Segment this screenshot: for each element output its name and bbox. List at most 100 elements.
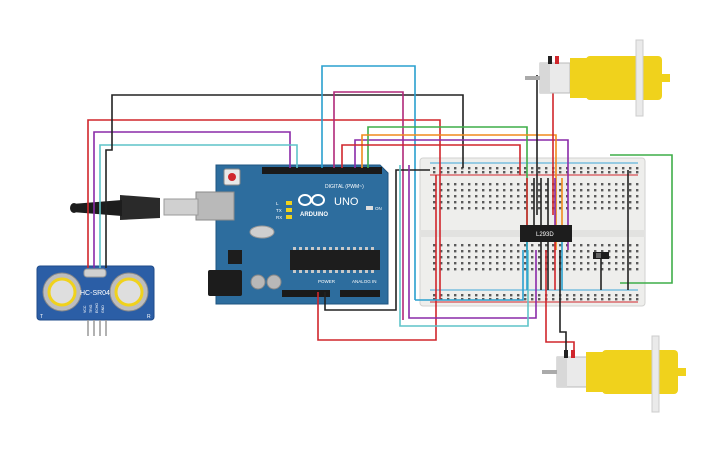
breadboard-hole: [524, 201, 527, 204]
breadboard-hole: [433, 268, 436, 271]
breadboard-hole: [433, 244, 436, 247]
chip-pin: [311, 247, 314, 250]
capacitor-2: [266, 274, 282, 290]
breadboard-hole: [615, 244, 618, 247]
breadboard-hole: [503, 256, 506, 259]
breadboard-hole: [629, 294, 632, 297]
usb-cable: [70, 195, 199, 220]
breadboard-hole: [517, 262, 520, 265]
breadboard-hole: [608, 268, 611, 271]
breadboard-hole: [433, 250, 436, 253]
breadboard-hole: [503, 195, 506, 198]
breadboard-hole: [552, 244, 555, 247]
chip-pin: [353, 270, 356, 273]
breadboard-hole: [538, 250, 541, 253]
breadboard-hole: [489, 167, 492, 170]
breadboard-hole: [454, 167, 457, 170]
breadboard-hole: [608, 256, 611, 259]
breadboard-hole: [615, 171, 618, 174]
reset-button-cap: [228, 173, 236, 181]
breadboard-hole: [629, 201, 632, 204]
breadboard-hole: [580, 201, 583, 204]
wire-sensor-cyan: [99, 144, 298, 268]
breadboard-hole: [482, 207, 485, 210]
breadboard-hole: [566, 250, 569, 253]
wire-magenta-loop: [333, 91, 404, 320]
breadboard-hole: [566, 298, 569, 301]
breadboard-hole: [517, 250, 520, 253]
breadboard-hole: [538, 298, 541, 301]
chip-pin: [347, 247, 350, 250]
breadboard-hole: [636, 207, 639, 210]
breadboard-hole: [517, 171, 520, 174]
breadboard-hole: [601, 201, 604, 204]
breadboard-hole: [594, 183, 597, 186]
breadboard-hole: [433, 171, 436, 174]
breadboard-hole: [510, 207, 513, 210]
breadboard-hole: [580, 195, 583, 198]
breadboard-hole: [468, 189, 471, 192]
analog-pins-label: ANALOG IN: [352, 279, 377, 284]
breadboard-hole: [468, 167, 471, 170]
breadboard-hole: [615, 256, 618, 259]
breadboard-hole: [503, 167, 506, 170]
breadboard-hole: [440, 262, 443, 265]
motor-driver-label: L293D: [536, 232, 554, 238]
breadboard-hole: [601, 244, 604, 247]
breadboard-hole: [468, 244, 471, 247]
breadboard-hole: [566, 268, 569, 271]
chip-pin: [359, 247, 362, 250]
breadboard-hole: [636, 268, 639, 271]
breadboard-hole: [601, 298, 604, 301]
breadboard-hole: [524, 256, 527, 259]
breadboard-hole: [461, 195, 464, 198]
breadboard-hole: [629, 167, 632, 170]
breadboard-hole: [503, 268, 506, 271]
breadboard-hole: [461, 256, 464, 259]
breadboard-hole: [510, 294, 513, 297]
breadboard-hole: [587, 250, 590, 253]
breadboard-hole: [461, 189, 464, 192]
dc-motor-bottom: [542, 335, 686, 413]
power-pins-label: POWER: [318, 279, 336, 284]
breadboard-hole: [447, 189, 450, 192]
breadboard-hole: [468, 294, 471, 297]
breadboard-hole: [636, 250, 639, 253]
breadboard-hole: [454, 171, 457, 174]
breadboard-hole: [496, 262, 499, 265]
breadboard-hole: [636, 171, 639, 174]
breadboard-hole: [433, 256, 436, 259]
breadboard-hole: [573, 195, 576, 198]
breadboard-hole: [601, 183, 604, 186]
chip-pin: [329, 247, 332, 250]
breadboard-hole: [552, 250, 555, 253]
chip-pin: [293, 270, 296, 273]
digital-pins-label: DIGITAL (PWM~): [325, 184, 364, 190]
breadboard-hole: [587, 167, 590, 170]
breadboard-hole: [454, 207, 457, 210]
chip-pin: [299, 247, 302, 250]
breadboard-hole: [510, 201, 513, 204]
breadboard-hole: [531, 256, 534, 259]
breadboard-hole: [615, 207, 618, 210]
breadboard-hole: [615, 250, 618, 253]
breadboard-hole: [454, 262, 457, 265]
breadboard-hole: [482, 262, 485, 265]
breadboard-hole: [545, 201, 548, 204]
breadboard-hole: [545, 195, 548, 198]
breadboard-hole: [510, 256, 513, 259]
breadboard-hole: [475, 262, 478, 265]
breadboard-hole: [594, 207, 597, 210]
breadboard-hole: [531, 207, 534, 210]
breadboard-hole: [447, 207, 450, 210]
breadboard-hole: [531, 171, 534, 174]
wire-purple-loop: [354, 139, 569, 250]
breadboard-hole: [517, 183, 520, 186]
breadboard-hole: [587, 262, 590, 265]
breadboard-hole: [440, 207, 443, 210]
breadboard-jumpers: [526, 178, 563, 290]
chip-pin: [347, 270, 350, 273]
breadboard-hole: [461, 244, 464, 247]
sensor-pin-vcc: VCC: [83, 305, 87, 313]
breadboard-hole: [447, 171, 450, 174]
